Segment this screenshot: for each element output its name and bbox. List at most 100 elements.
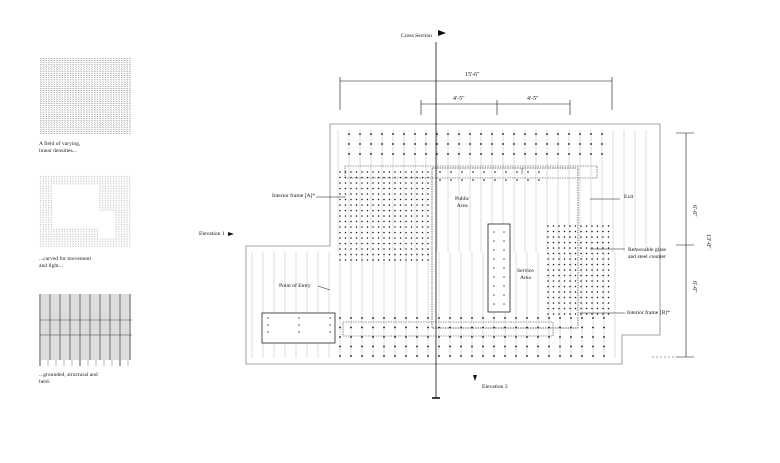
column-dot xyxy=(405,237,407,239)
texture-tick xyxy=(115,126,118,128)
texture-tick xyxy=(61,83,64,85)
texture-tick xyxy=(104,187,107,190)
texture-tick xyxy=(47,192,50,195)
texture-tick xyxy=(120,87,123,90)
texture-tick xyxy=(120,183,123,185)
texture-tick xyxy=(99,185,101,187)
texture-tick xyxy=(120,192,123,195)
texture-tick xyxy=(47,190,50,192)
texture-tick xyxy=(118,122,121,124)
texture-tick xyxy=(102,59,104,61)
texture-tick xyxy=(112,122,115,124)
texture-tick xyxy=(93,235,96,238)
texture-tick xyxy=(66,107,69,109)
column-dot xyxy=(372,242,374,245)
texture-tick xyxy=(118,245,120,247)
texture-tick xyxy=(50,202,53,204)
column-dot xyxy=(558,274,560,277)
column-dot xyxy=(502,153,504,155)
texture-tick xyxy=(42,92,45,94)
texture-tick xyxy=(128,183,131,185)
texture-tick xyxy=(72,57,75,59)
texture-tick xyxy=(50,133,53,135)
texture-tick xyxy=(53,85,56,87)
texture-tick xyxy=(120,245,123,247)
texture-tick xyxy=(85,83,88,85)
column-dot xyxy=(344,259,347,261)
texture-tick xyxy=(99,204,101,207)
column-dot xyxy=(339,215,341,217)
texture-tick xyxy=(104,209,107,211)
column-dot xyxy=(557,153,559,155)
texture-tick xyxy=(66,77,69,79)
counter-note-line-2: and steel counter xyxy=(628,254,666,260)
texture-tick xyxy=(75,128,77,130)
texture-tick xyxy=(85,72,88,74)
texture-tick xyxy=(72,100,75,103)
texture-tick xyxy=(80,126,83,128)
column-dot xyxy=(410,248,413,250)
texture-tick xyxy=(123,219,126,221)
column-dot xyxy=(427,198,429,201)
texture-tick xyxy=(58,72,61,75)
texture-tick xyxy=(110,202,112,204)
texture-tick xyxy=(123,92,126,94)
column-dot xyxy=(563,269,566,271)
texture-tick xyxy=(85,102,88,105)
texture-tick xyxy=(66,235,69,238)
texture-tick xyxy=(83,133,85,135)
column-dot xyxy=(416,187,418,190)
texture-tick xyxy=(45,211,47,214)
texture-tick xyxy=(123,245,126,247)
texture-tick xyxy=(107,111,110,113)
column-dot xyxy=(585,296,588,299)
texture-tick xyxy=(129,105,131,107)
texture-tick xyxy=(83,96,85,98)
column-dot xyxy=(344,231,347,234)
texture-tick xyxy=(75,81,77,83)
texture-tick xyxy=(128,221,131,223)
column-dot xyxy=(602,302,604,304)
texture-tick xyxy=(66,72,69,75)
texture-tick xyxy=(115,219,117,221)
column-dot xyxy=(552,285,555,288)
column-dot xyxy=(355,253,358,256)
texture-tick xyxy=(118,79,120,81)
texture-tick xyxy=(66,105,69,107)
texture-tick xyxy=(93,117,96,120)
texture-tick xyxy=(115,204,117,207)
texture-tick xyxy=(83,59,85,62)
texture-tick xyxy=(123,109,126,111)
column-dot xyxy=(482,345,484,348)
texture-tick xyxy=(64,233,66,235)
texture-tick xyxy=(120,228,123,231)
texture-tick xyxy=(42,85,45,87)
texture-tick xyxy=(93,98,96,100)
column-dot xyxy=(607,269,610,271)
texture-tick xyxy=(45,228,47,231)
texture-tick xyxy=(112,183,115,185)
texture-tick xyxy=(45,122,48,124)
texture-tick xyxy=(69,79,72,81)
texture-tick xyxy=(45,243,47,245)
texture-tick xyxy=(93,231,96,233)
counter-bolt xyxy=(493,276,495,278)
texture-tick xyxy=(120,226,123,228)
texture-tick xyxy=(72,109,75,111)
texture-tick xyxy=(45,117,48,120)
texture-tick xyxy=(64,128,66,130)
texture-tick xyxy=(120,124,123,126)
column-dot xyxy=(399,259,402,261)
texture-tick xyxy=(107,87,110,89)
texture-tick xyxy=(69,120,72,122)
column-dot xyxy=(591,225,593,227)
texture-tick xyxy=(91,68,93,70)
texture-tick xyxy=(120,109,123,111)
texture-tick xyxy=(42,228,45,231)
texture-tick xyxy=(72,85,75,87)
texture-tick xyxy=(128,180,131,183)
column-dot xyxy=(399,198,402,201)
counter-bolt xyxy=(503,240,505,242)
texture-tick xyxy=(39,102,42,104)
texture-tick xyxy=(93,62,96,64)
